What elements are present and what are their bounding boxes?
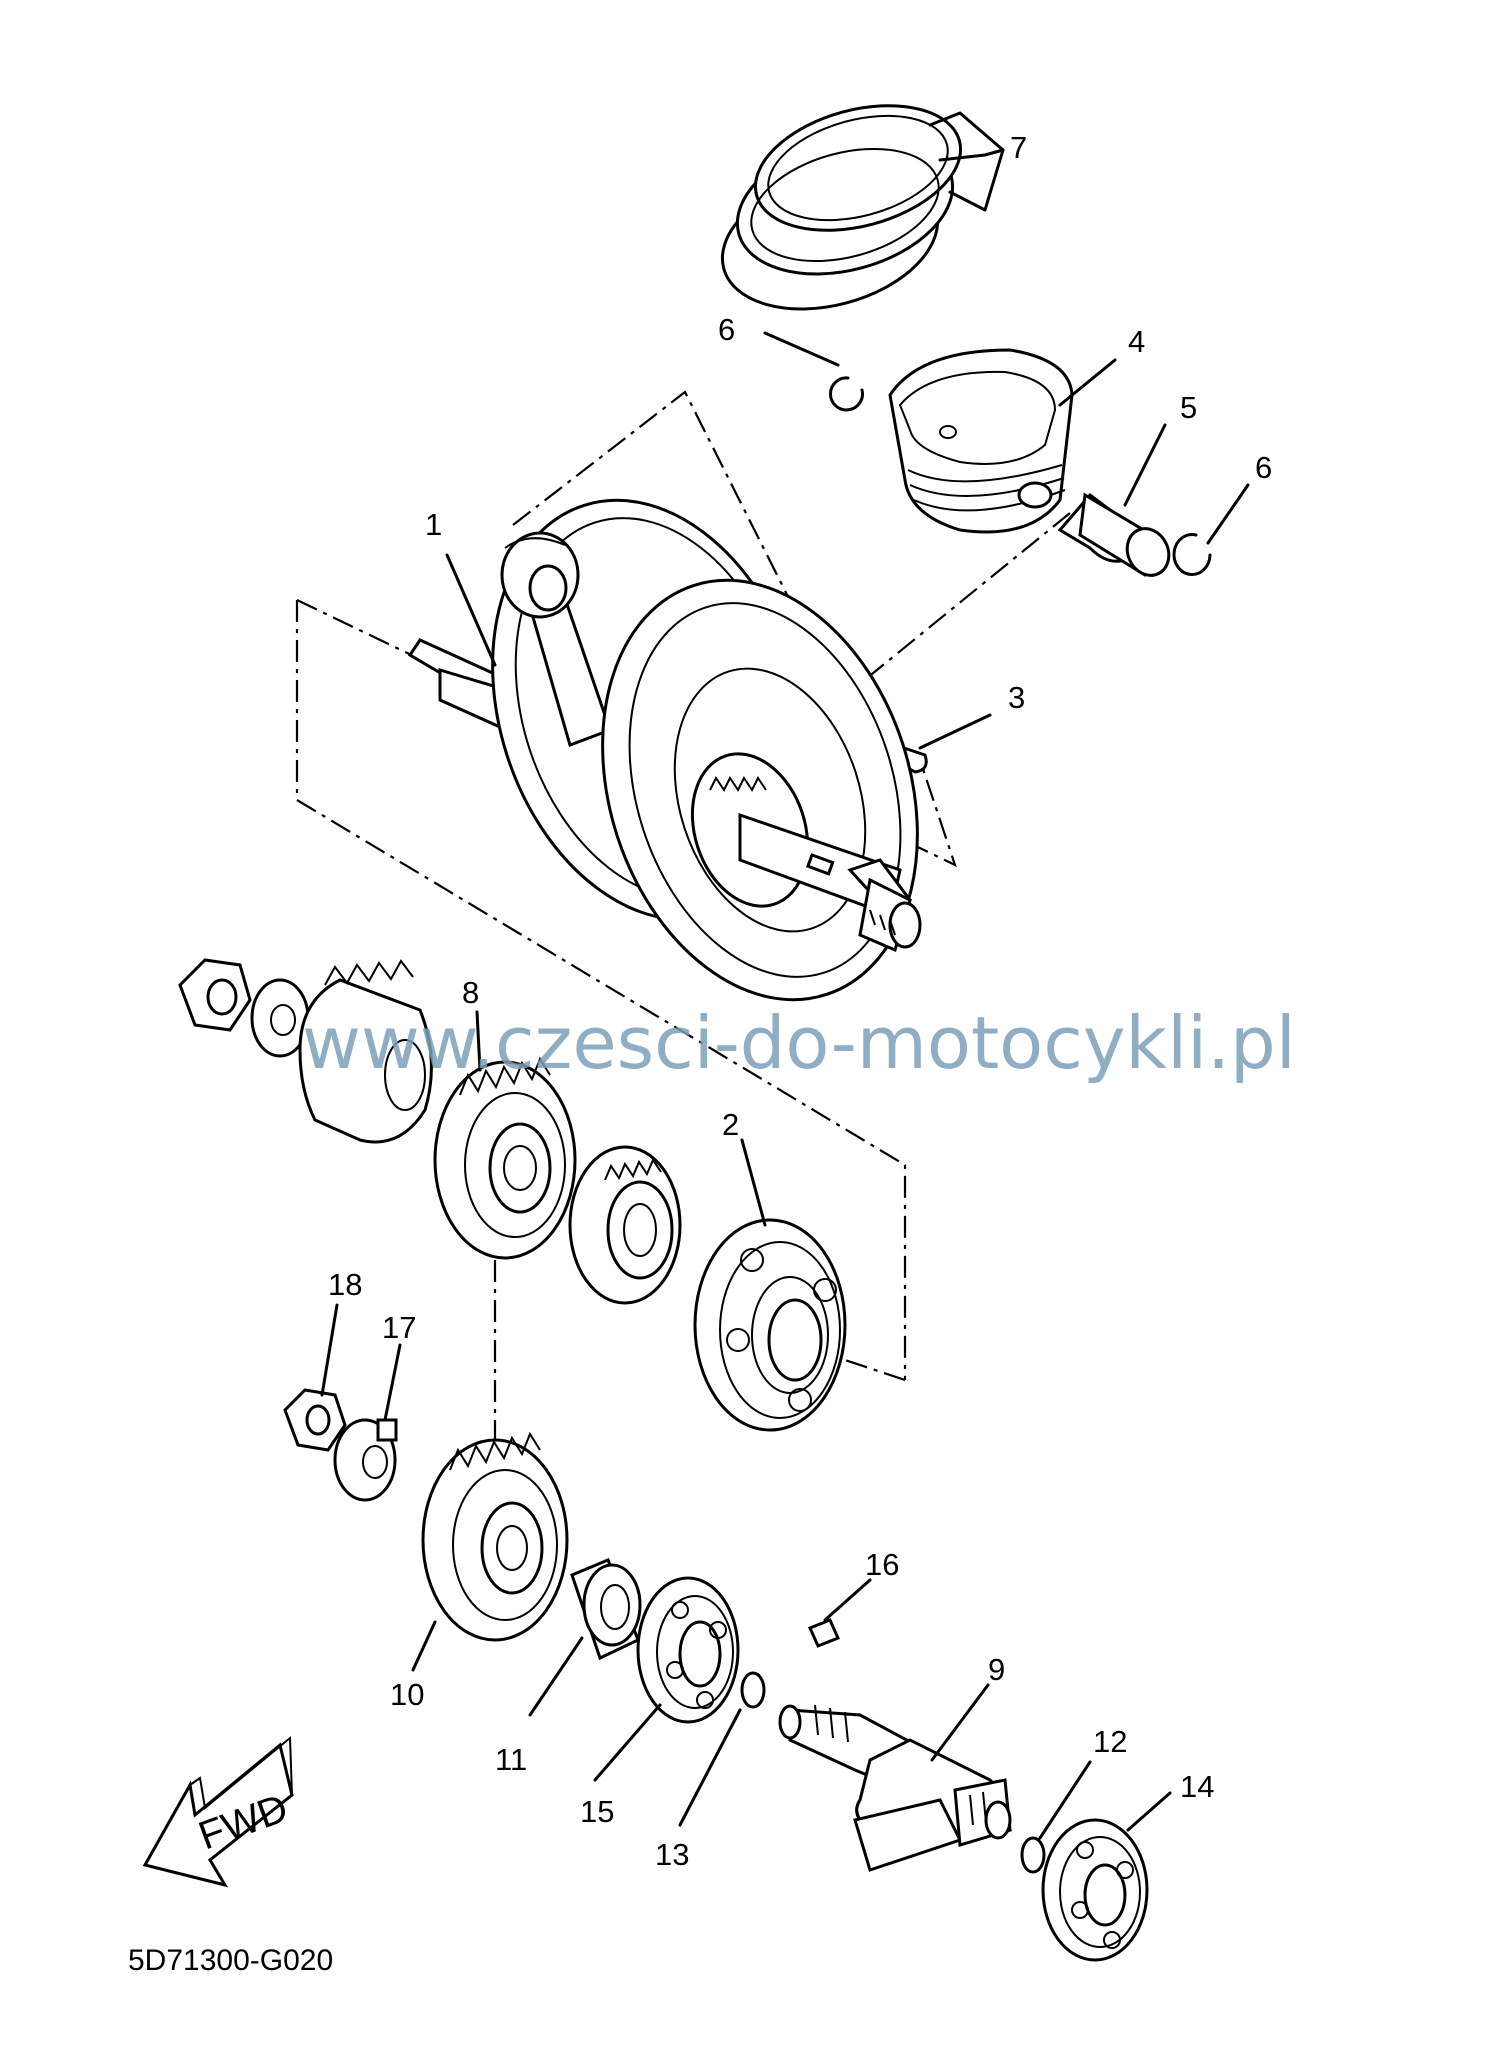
crankshaft: [407, 498, 922, 1002]
o-ring-right: [1020, 1836, 1046, 1874]
callout-labels: 1 2 3 4 5 6 6 7 8 9 10 11 12 13 14 15 16…: [328, 130, 1272, 1872]
callout-15: 15: [580, 1794, 614, 1829]
callout-11: 11: [495, 1742, 527, 1777]
crankshaft-bearing: [693, 1218, 847, 1432]
lock-washer: [333, 1418, 398, 1502]
callout-6b: 6: [1255, 450, 1272, 485]
piston-rings: [720, 104, 963, 311]
piston: [888, 348, 1074, 534]
drawing-code: 5D71300-G020: [128, 1944, 333, 1977]
callout-17: 17: [382, 1310, 416, 1345]
callout-16: 16: [865, 1547, 899, 1582]
callout-12: 12: [1093, 1724, 1127, 1759]
balancer-nut: [283, 1388, 347, 1452]
balancer-bearing-right: [1041, 1818, 1149, 1962]
callout-3: 3: [1008, 680, 1025, 715]
callout-14: 14: [1180, 1769, 1214, 1804]
primary-gear: [568, 1145, 682, 1305]
website-watermark: www.czesci-do-motocykli.pl: [302, 1001, 1296, 1085]
o-ring-left: [740, 1671, 766, 1709]
callout-1: 1: [425, 507, 442, 542]
leader-lines: [320, 331, 1250, 1840]
balancer-driven-gear: [421, 1431, 569, 1642]
forward-direction-arrow: FWD: [142, 1735, 294, 1888]
callout-13: 13: [655, 1837, 689, 1872]
balancer-shaft: [778, 1704, 1012, 1872]
nut: [178, 958, 252, 1032]
callout-2: 2: [722, 1107, 739, 1142]
callout-9: 9: [988, 1652, 1005, 1687]
callout-18: 18: [328, 1267, 362, 1302]
balancer-bearing-left: [636, 1576, 740, 1724]
callout-5: 5: [1180, 390, 1197, 425]
drive-gear: [298, 959, 433, 1144]
balancer-key: [807, 1618, 841, 1648]
piston-pin-clip: [829, 376, 864, 412]
callout-7: 7: [1010, 130, 1027, 165]
piston-pin-clip: [1172, 533, 1212, 576]
balancer-drive-gear: [433, 1056, 577, 1260]
callout-8: 8: [462, 975, 479, 1010]
callout-6a: 6: [718, 312, 735, 347]
callout-10: 10: [390, 1677, 424, 1712]
piston-pin: [1057, 492, 1171, 577]
callout-4: 4: [1128, 324, 1145, 359]
collar: [570, 1558, 642, 1661]
